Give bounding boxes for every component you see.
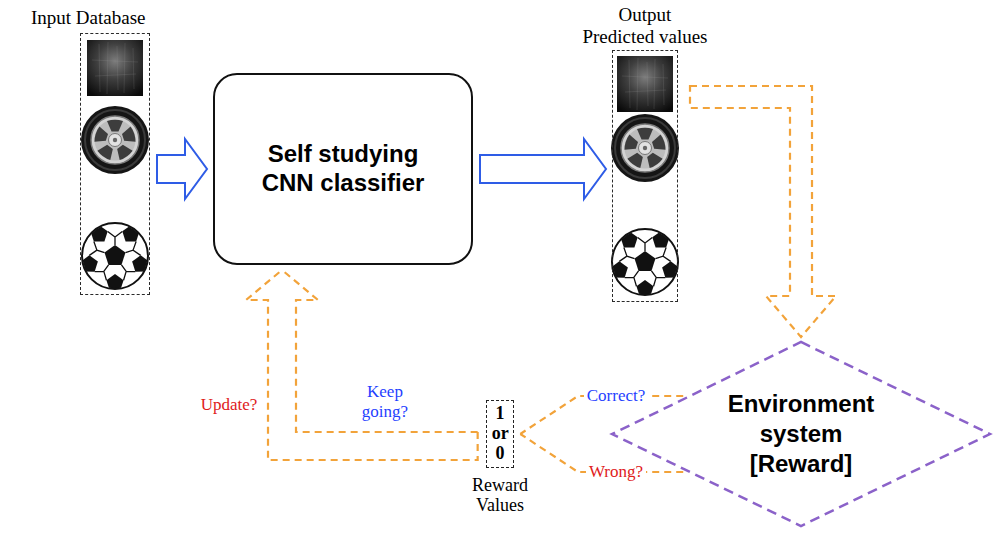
input-database-box: Input Database: [80, 33, 150, 295]
dashed-arrow: [690, 86, 836, 337]
text-slot: Self studying CNN classifier: [248, 140, 438, 198]
tire-image: [611, 114, 679, 182]
edge-label: Correct?: [584, 386, 649, 406]
output-box: Output Predicted values: [612, 50, 678, 302]
process-title: Self studying CNN classifier: [248, 140, 438, 198]
ball-image: [610, 229, 680, 296]
text-slot: 1 or 0: [492, 404, 509, 463]
texture-image: [87, 40, 143, 96]
diamond-title: Environment system [Reward]: [728, 389, 875, 479]
box-heading: Output Predicted values: [582, 4, 709, 48]
ball-image: [80, 223, 150, 290]
dashed-arrow: [282, 270, 478, 432]
text-slot: Reward Values: [472, 475, 528, 516]
tire-image: [81, 106, 149, 174]
text-slot: Environment system [Reward]: [728, 389, 875, 479]
decision-diamond: Environment system [Reward]: [610, 340, 992, 528]
dashed-arrow: [246, 270, 478, 460]
text-slot: Input Database: [31, 7, 145, 29]
diamond-outline: [612, 342, 990, 526]
box-heading: Input Database: [31, 7, 145, 29]
block-arrow: [480, 139, 606, 199]
reward-value-box: 1 or 0Reward Values: [486, 400, 515, 467]
label-anchor: Update?: [198, 395, 261, 415]
texture-image: [617, 56, 673, 112]
label-anchor: Correct?: [584, 386, 649, 406]
edge-label: Wrong?: [586, 462, 646, 482]
block-arrow: [157, 139, 207, 199]
edge-label: Update?: [198, 395, 261, 415]
box-caption: Reward Values: [472, 475, 528, 516]
process-box: Self studying CNN classifier: [213, 73, 473, 265]
reward-value: 1 or 0: [492, 404, 509, 463]
text-slot: Output Predicted values: [582, 4, 709, 48]
label-anchor: Keep going?: [359, 382, 411, 421]
label-anchor: Wrong?: [586, 462, 646, 482]
edge-label: Keep going?: [359, 382, 411, 421]
